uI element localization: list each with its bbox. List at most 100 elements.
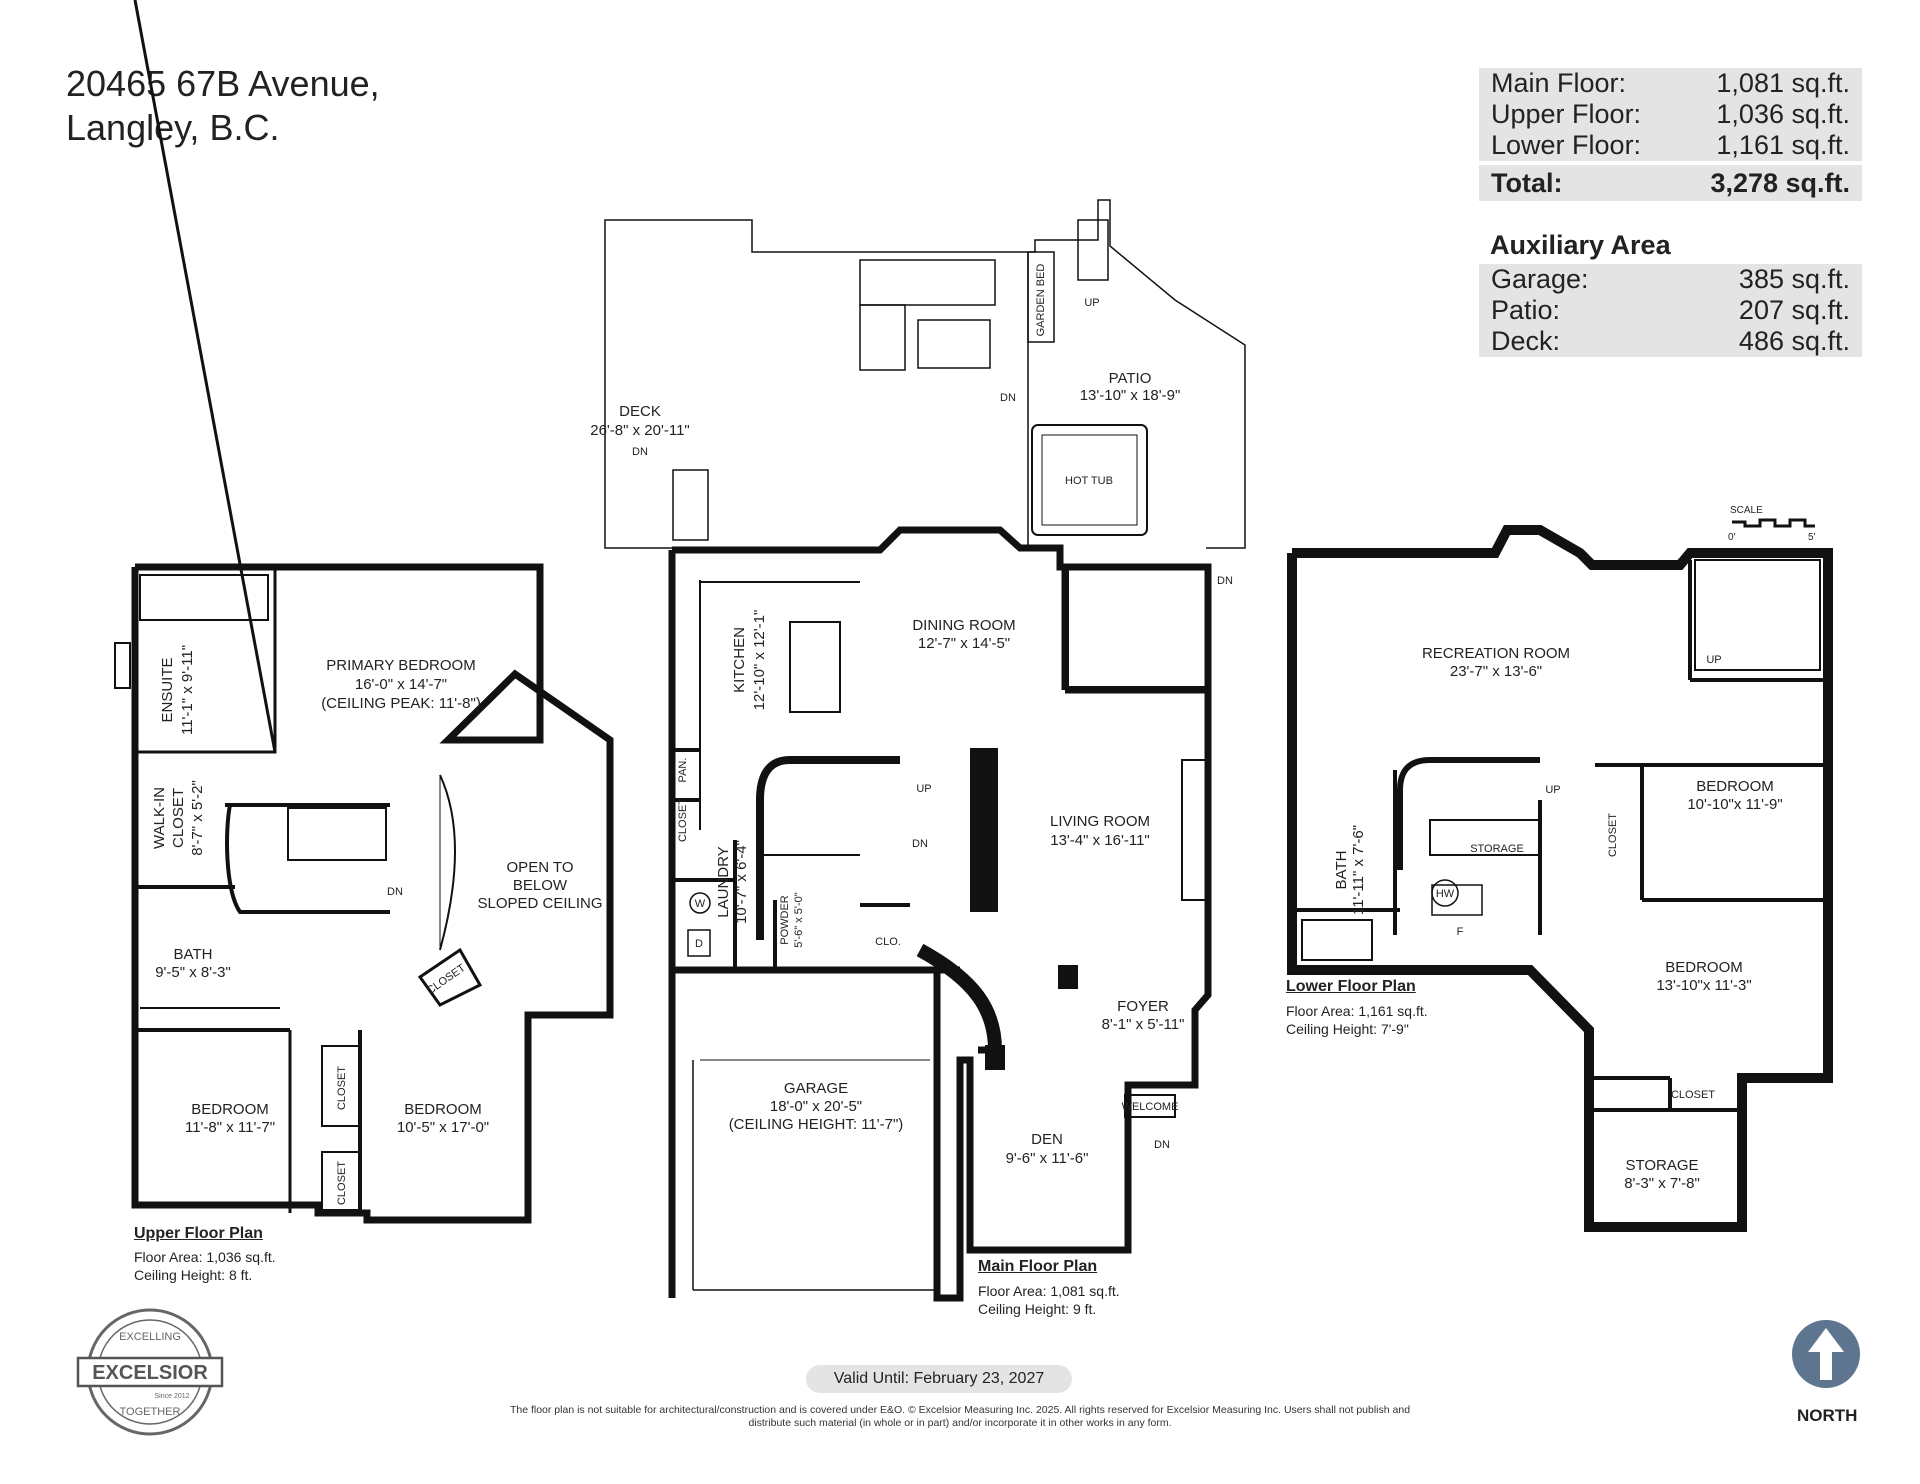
logo-top: EXCELLING [119,1331,181,1343]
dryer [687,929,711,957]
hot-water-tank [1431,879,1459,907]
aux-label: Deck: [1491,326,1561,356]
kitchen-label: KITCHEN [731,627,748,693]
garage-note: (CEILING HEIGHT: 11'-7") [729,1116,904,1133]
area-value: 1,161 sq.ft. [1716,130,1850,160]
lower-closet2-label: CLOSET [1671,1089,1715,1101]
hot-tub [1031,424,1148,536]
scale-bar: SCALE 0' 5' [1728,505,1816,543]
upper-closet3-label: CLOSET [425,962,468,997]
lower-closet1-label: CLOSET [1607,813,1619,857]
lower-outer-wall [1287,525,1833,1232]
upper-bedroom1-label: BEDROOM [191,1101,269,1118]
patio-size: 13'-10" x 18'-9" [1080,387,1181,404]
main-floor-plan [604,199,1246,1302]
patio-dn-label: DN [1000,392,1016,404]
logo-name: EXCELSIOR [92,1362,208,1384]
aux-value: 486 sq.ft. [1738,326,1850,356]
lower-bedroom2-size: 13'-10"x 11'-3" [1656,977,1751,994]
lower-bath-size: 11'-11" x 7'-6" [1350,825,1367,915]
upper-floor-title: Upper Floor Plan [134,1225,263,1242]
total-value: 3,278 sq.ft. [1710,167,1850,198]
aux-row-deck: Deck: 486 sq.ft. [1479,326,1862,357]
lower-floor-info: Floor Area: 1,161 sq.ft. Ceiling Height:… [1286,1002,1428,1038]
area-label: Main Floor: [1491,68,1627,98]
lower-floor-area: Floor Area: 1,161 sq.ft. [1286,1003,1428,1019]
living-room-size: 13'-4" x 16'-11" [1050,832,1150,849]
main-floor-ceiling: Ceiling Height: 9 ft. [978,1301,1097,1317]
garage-size: 18'-0" x 20'-5" [770,1098,862,1115]
recreation-room-size: 23'-7" x 13'-6" [1450,663,1542,680]
upper-floor-area: Floor Area: 1,036 sq.ft. [134,1249,276,1265]
walkin-label2: CLOSET [170,788,187,848]
aux-label: Patio: [1491,295,1561,325]
upper-floor-plan [114,0,614,1224]
upper-bath-label: BATH [174,946,213,963]
area-row-lower: Lower Floor: 1,161 sq.ft. [1479,130,1862,161]
aux-row-garage: Garage: 385 sq.ft. [1479,264,1862,295]
furnace [1431,884,1483,916]
scale-max: 5' [1808,532,1816,543]
area-row-total: Total: 3,278 sq.ft. [1479,165,1862,201]
upper-closet1-label: CLOSET [336,1066,348,1110]
foyer-size: 8'-1" x 5'-11" [1102,1016,1185,1033]
lower-floor-ceiling: Ceiling Height: 7'-9" [1286,1021,1409,1037]
walkin-label1: WALK-IN [151,787,168,849]
washer-label: W [695,898,706,910]
lower-floor-title: Lower Floor Plan [1286,978,1416,995]
outdoor-sofa [859,259,996,306]
upper-bath-size: 9'-5" x 8'-3" [155,964,231,981]
garage-label: GARAGE [784,1080,848,1097]
open-label2: BELOW [513,877,568,894]
stair-dn-label: DN [912,838,928,850]
upper-bedroom1-size: 11'-8" x 11'-7" [185,1119,275,1136]
north-compass-icon [1792,1320,1860,1388]
living-room-label: LIVING ROOM [1050,813,1150,830]
storage-room-label: STORAGE [1625,1157,1698,1174]
dryer-label: D [695,938,703,950]
valid-until-badge: Valid Until: February 23, 2027 [806,1365,1072,1393]
lower-storage-label: STORAGE [1470,843,1524,855]
garden-bed-label: GARDEN BED [1035,264,1047,337]
stair-up-label: UP [916,783,931,795]
patio-label: PATIO [1109,370,1152,387]
area-label: Upper Floor: [1491,99,1642,129]
excelsior-logo: EXCELSIOR EXCELLING Since 2012 TOGETHER [76,1308,224,1436]
logo-bottom: TOGETHER [120,1406,181,1418]
powder-label: POWDER [779,895,791,945]
ensuite-size: 11'-1" x 9'-11" [179,645,196,735]
deck-outline [604,199,1246,549]
kitchen-island [789,621,841,713]
main-floor-info: Floor Area: 1,081 sq.ft. Ceiling Height:… [978,1282,1120,1318]
upper-interior-walls [135,567,277,754]
lower-bedroom1-size: 10'-10"x 11'-9" [1687,796,1782,813]
den-size: 9'-6" x 11'-6" [1006,1150,1089,1167]
lower-bedroom2-label: BEDROOM [1665,959,1743,976]
north-label: NORTH [1797,1406,1858,1425]
recreation-room-label: RECREATION ROOM [1422,645,1570,662]
area-row-upper: Upper Floor: 1,036 sq.ft. [1479,99,1862,130]
area-value: 1,081 sq.ft. [1716,68,1850,98]
laundry-label: LAUNDRY [715,846,732,917]
welcome-mat [1124,1094,1176,1118]
ensuite-label: ENSUITE [159,657,176,722]
lower-stair-up-label: UP [1545,784,1560,796]
den-label: DEN [1031,1131,1063,1148]
lower-stair2-up-label: UP [1706,654,1721,666]
garden-bed [1027,251,1055,343]
primary-bedroom-size: 16'-0" x 14'-7" [355,676,447,693]
main-floor-area: Floor Area: 1,081 sq.ft. [978,1283,1120,1299]
upper-floor-info: Floor Area: 1,036 sq.ft. Ceiling Height:… [134,1248,276,1284]
fireplace [970,748,998,912]
scale-label: SCALE [1730,505,1763,516]
aux-value: 207 sq.ft. [1738,295,1850,325]
auxiliary-title: Auxiliary Area [1490,230,1671,260]
welcome-label: WELCOME [1122,1101,1179,1113]
washer [689,892,711,914]
upper-bedroom2-label: BEDROOM [404,1101,482,1118]
upper-floor-ceiling: Ceiling Height: 8 ft. [134,1267,253,1283]
front-dn-label: DN [1154,1139,1170,1151]
area-row-main: Main Floor: 1,081 sq.ft. [1479,68,1862,99]
total-label: Total: [1491,167,1563,198]
